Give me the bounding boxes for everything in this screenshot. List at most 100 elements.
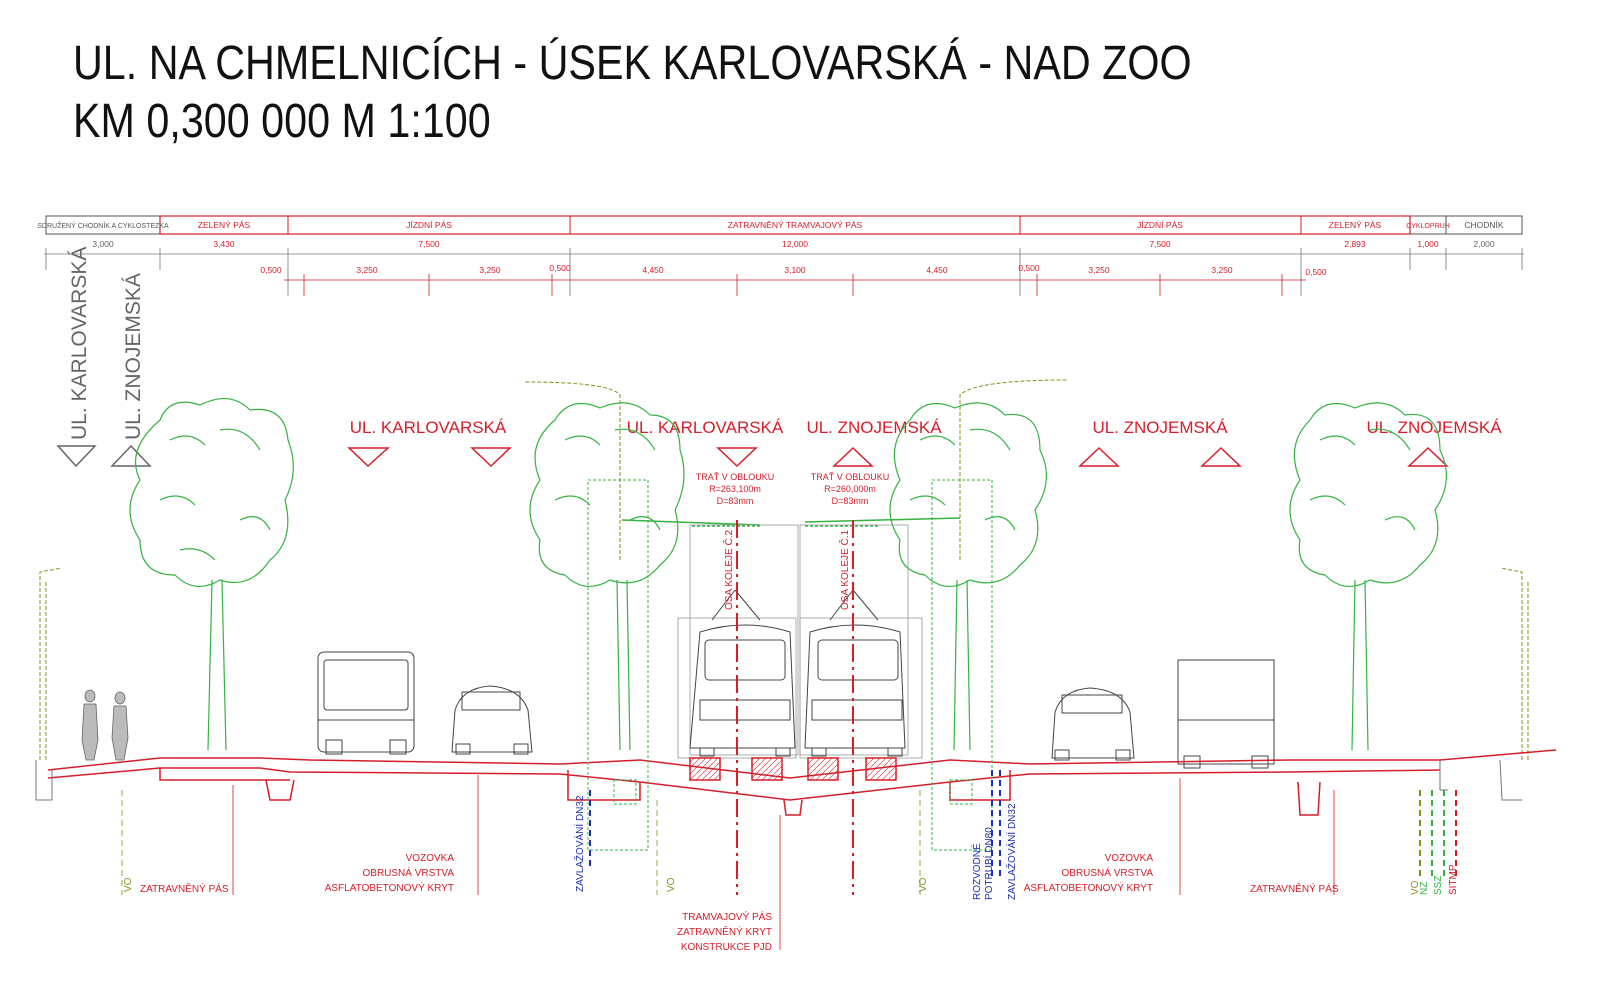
tram-left	[689, 589, 796, 757]
tree-left	[129, 398, 294, 751]
subdim-7: 0,500	[1018, 263, 1040, 273]
width-green-right: 2,893	[1344, 239, 1366, 249]
direction-labels: UL. KARLOVARSKÁ UL. KARLOVARSKÁ UL. ZNOJ…	[347, 418, 1502, 468]
vozovka-right-2: OBRUSNÁ VRSTVA	[1062, 866, 1154, 879]
tram-strip-2: ZATRAVNĚNÝ KRYT	[677, 925, 772, 938]
track-note-line2: R=260,000m	[824, 484, 876, 494]
car-right	[1051, 687, 1135, 761]
utility-nz: NZ	[1419, 882, 1430, 895]
zatravneny-right-label: ZATRAVNĚNÝ PÁS	[1250, 882, 1339, 895]
rozvodne-2: POTRUBÍ DN80	[982, 827, 995, 900]
utility-ssz: SSZ	[1433, 876, 1444, 895]
tree-center-left	[529, 402, 685, 751]
width-sidewalk-bike: 3,000	[92, 239, 114, 249]
vo-label: VO	[666, 877, 677, 892]
bottom-labels: ZATRAVNĚNÝ PÁS VOZOVKA OBRUSNÁ VRSTVA AS…	[123, 795, 1459, 953]
width-tram-strip: 12,000	[782, 239, 808, 249]
track-note-line3: D=83mm	[717, 496, 754, 506]
side-labels: UL. KARLOVARSKÁ UL. ZNOJEMSKÁ	[56, 247, 152, 468]
subdim-9: 3,250	[1211, 265, 1233, 275]
side-label-karlovarska: UL. KARLOVARSKÁ	[68, 247, 91, 440]
width-green-left: 3,430	[213, 239, 235, 249]
vo-label: VO	[123, 877, 134, 892]
direction-label-znojemska: UL. ZNOJEMSKÁ	[1092, 418, 1228, 437]
direction-up-triangle	[1407, 446, 1449, 467]
tree-right	[1289, 402, 1448, 751]
band-label-green-left: ZELENÝ PÁS	[198, 220, 251, 230]
band-label-lane-right: JÍZDNÍ PÁS	[1137, 220, 1183, 230]
subdim-1: 3,250	[356, 265, 378, 275]
vozovka-left-3: ASFLATOBETONOVÝ KRYT	[325, 881, 454, 894]
direction-up-triangle	[832, 446, 874, 467]
subdim-2: 3,250	[479, 265, 501, 275]
vozovka-left-1: VOZOVKA	[406, 853, 455, 864]
tram-strip-3: KONSTRUKCE PJD	[681, 942, 772, 953]
zavlazovani-left: ZAVLAŽOVÁNÍ DN32	[573, 795, 586, 892]
subdim-4: 4,450	[642, 265, 664, 275]
width-sidewalk: 2,000	[1473, 239, 1495, 249]
track-note-line1: TRAŤ V OBLOUKU	[811, 472, 890, 482]
utility-vo: VO	[1410, 880, 1421, 895]
leader-lines	[121, 775, 1335, 950]
tree-pits	[587, 479, 993, 851]
width-lane-left: 7,500	[418, 239, 440, 249]
subdim-8: 3,250	[1088, 265, 1110, 275]
band-label-green-right: ZELENÝ PÁS	[1329, 220, 1382, 230]
width-lane-right: 7,500	[1149, 239, 1171, 249]
track-notes: TRAŤ V OBLOUKU R=263,100m D=83mm TRAŤ V …	[696, 472, 890, 506]
subdim-10: 0,500	[1305, 267, 1327, 277]
band-label-tram-strip: ZATRAVNĚNÝ TRAMVAJOVÝ PÁS	[728, 220, 863, 230]
track-note-line1: TRAŤ V OBLOUKU	[696, 472, 775, 482]
zatravneny-left-label: ZATRAVNĚNÝ PÁS	[140, 882, 229, 895]
zavlazovani-right: ZAVLAŽOVÁNÍ DN32	[1005, 803, 1018, 900]
direction-label-znojemska: UL. ZNOJEMSKÁ	[1366, 418, 1502, 437]
tree-center-right	[889, 402, 1048, 751]
vozovka-right-1: VOZOVKA	[1105, 853, 1154, 864]
tram-right	[804, 589, 906, 757]
vozovka-right-3: ASFLATOBETONOVÝ KRYT	[1024, 881, 1153, 894]
direction-label-karlovarska: UL. KARLOVARSKÁ	[627, 418, 784, 437]
trees	[129, 398, 1448, 751]
road-profile	[47, 749, 1557, 816]
pedestrians	[81, 689, 129, 761]
subdim-6: 4,450	[926, 265, 948, 275]
rozvodne-1: ROZVODNÉ	[970, 843, 983, 900]
band-label-sidewalk-bike: SDRUŽENÝ CHODNÍK A CYKLOSTEZKA	[37, 221, 169, 230]
direction-label-znojemska: UL. ZNOJEMSKÁ	[806, 418, 942, 437]
utility-sitmp: SITMP	[1448, 864, 1459, 895]
dimension-band: SDRUŽENÝ CHODNÍK A CYKLOSTEZKA ZELENÝ PÁ…	[37, 215, 1524, 296]
width-bike-lane: 1,000	[1417, 239, 1439, 249]
track-axes	[736, 520, 854, 895]
band-label-lane-left: JÍZDNÍ PÁS	[406, 220, 452, 230]
tram-clearance	[677, 524, 923, 759]
tram-strip-1: TRAMVAJOVÝ PÁS	[682, 910, 772, 923]
direction-down-triangle	[347, 447, 390, 468]
drawing-subtitle: KM 0,300 000 M 1:100	[73, 95, 491, 148]
track-note-line2: R=263,100m	[709, 484, 761, 494]
curbs	[35, 759, 1522, 801]
vozovka-left-2: OBRUSNÁ VRSTVA	[363, 866, 455, 879]
band-label-bike-lane: CYKLOPRUH	[1406, 223, 1450, 230]
direction-label-karlovarska: UL. KARLOVARSKÁ	[350, 418, 507, 437]
subdim-0: 0,500	[260, 265, 282, 275]
bus	[317, 651, 415, 755]
side-marker-triangle	[110, 444, 152, 467]
utility-lines	[589, 770, 1457, 880]
direction-down-triangle	[470, 447, 512, 468]
direction-up-triangle	[1078, 446, 1120, 467]
track-axis-1: OSA KOLEJE Č.1	[838, 530, 851, 610]
subdim-3: 0,500	[549, 263, 571, 273]
side-label-znojemska: UL. ZNOJEMSKÁ	[122, 273, 145, 440]
poles	[39, 379, 1529, 760]
subdim-5: 3,100	[784, 265, 806, 275]
track-axis-2: OSA KOLEJE Č.2	[722, 530, 735, 610]
direction-down-triangle	[716, 447, 758, 468]
vo-label: VO	[918, 877, 929, 892]
truck	[1177, 659, 1275, 769]
band-label-sidewalk: CHODNÍK	[1464, 220, 1504, 230]
side-marker-triangle	[56, 445, 97, 468]
direction-up-triangle	[1200, 446, 1242, 467]
track-note-line3: D=83mm	[832, 496, 869, 506]
drawing-title: UL. NA CHMELNICÍCH - ÚSEK KARLOVARSKÁ - …	[73, 37, 1192, 90]
